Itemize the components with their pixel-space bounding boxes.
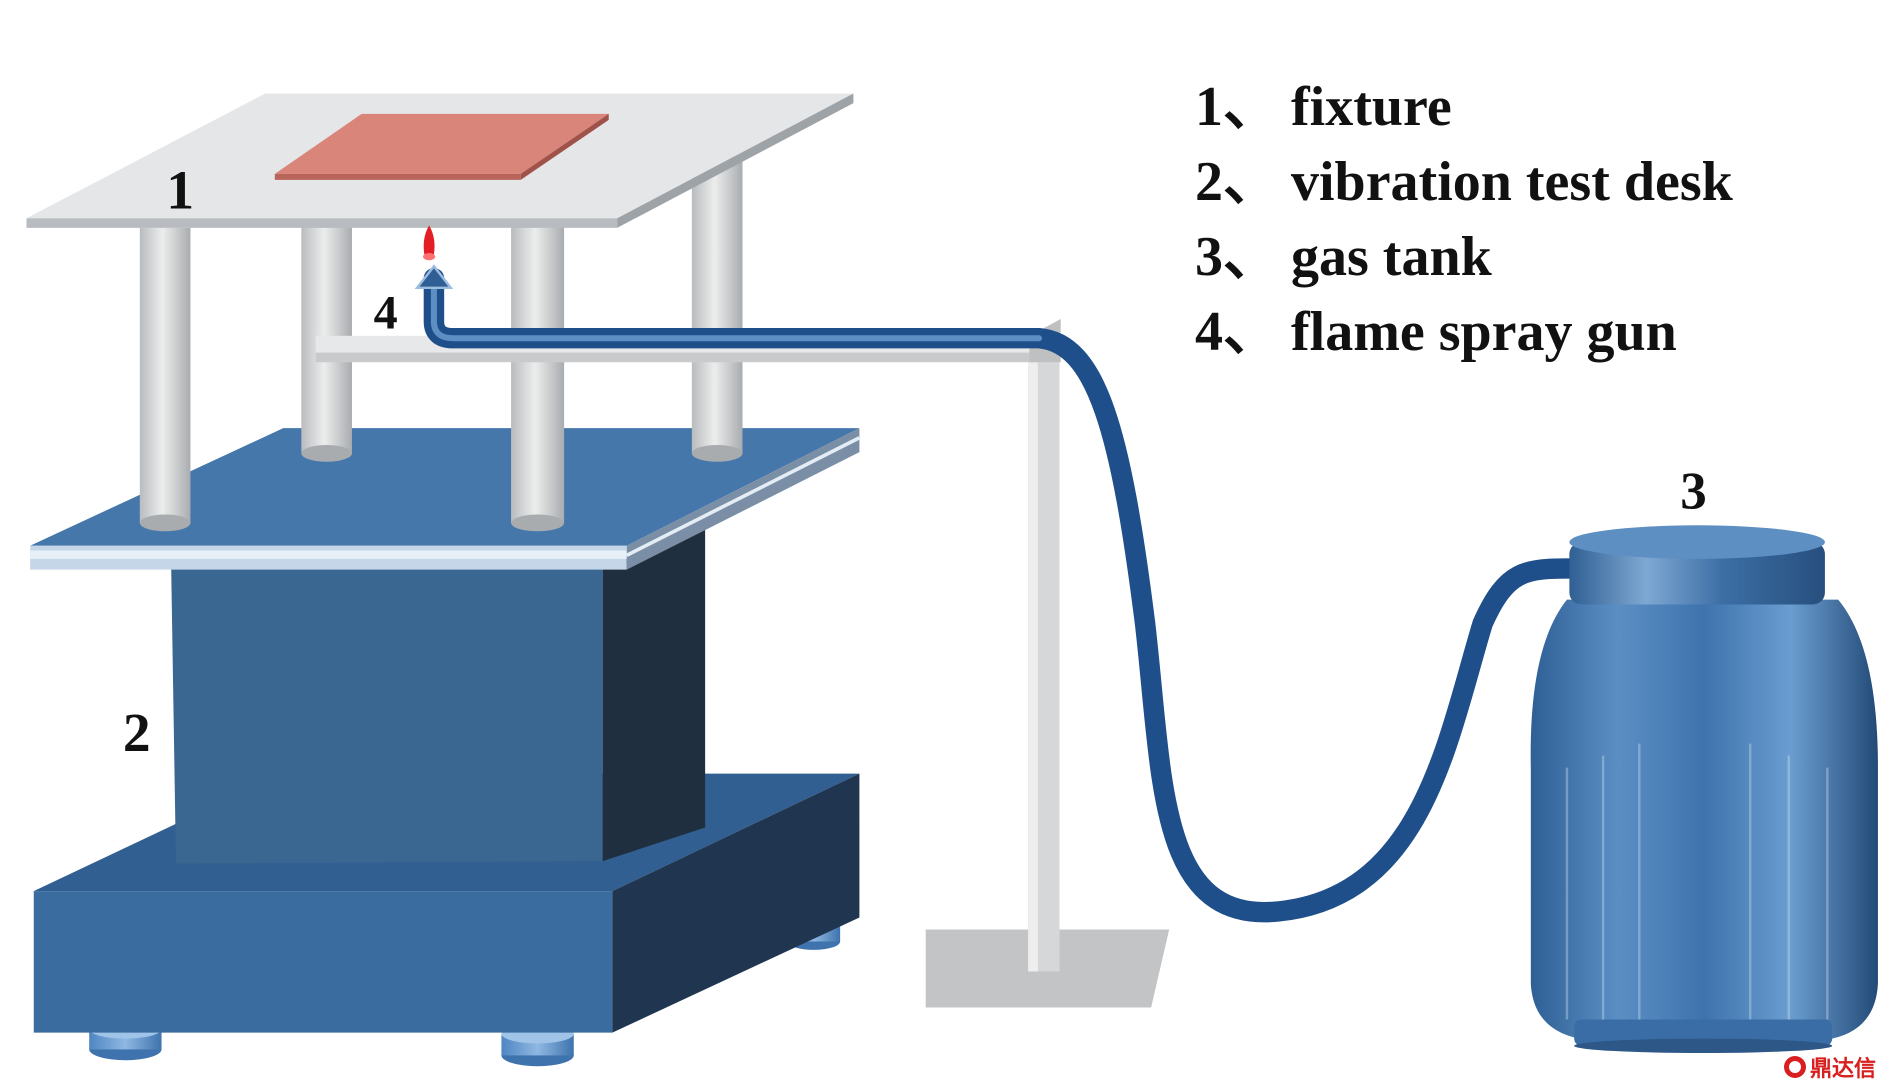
fixture [26,93,854,228]
legend: 1、fixture 2、vibration test desk 3、gas ta… [1195,70,1733,370]
legend-item: 3、gas tank [1195,226,1492,288]
vibration-test-desk [30,428,861,1067]
base-front [33,891,613,1033]
legend-item: 4、flame spray gun [1195,301,1677,363]
test-sample [274,113,609,174]
desk-plate-side [626,428,860,570]
tank-cap [1569,542,1825,605]
legend-label: flame spray gun [1291,301,1677,363]
fixture-plate-edge [26,218,618,228]
legend-label: gas tank [1291,226,1492,288]
gas-tank [1530,525,1878,1054]
flame-icon [423,225,435,255]
callout-fixture: 1 [166,160,194,221]
callout-tank: 3 [1680,463,1707,521]
gas-hose [423,268,1584,923]
column-front [171,566,603,864]
tank-body [1530,599,1878,1039]
tank-foot-ring [1574,1019,1833,1046]
column-side [602,527,706,862]
watermark-text: 鼎达信 [1809,1057,1876,1082]
callout-desk: 2 [123,702,151,763]
legend-item: 1、fixture [1195,76,1452,138]
legend-item: 2、vibration test desk [1195,151,1733,213]
flame-spray-gun [414,225,454,290]
desk-plate-top [30,428,860,546]
base-side [612,773,860,1033]
legend-label: vibration test desk [1291,151,1733,213]
holder-arm [315,350,1060,363]
callout-gun: 4 [374,287,398,340]
watermark: 鼎达信 [1783,1051,1876,1083]
brand-logo-icon [1783,1056,1806,1078]
legend-label: fixture [1291,76,1452,138]
